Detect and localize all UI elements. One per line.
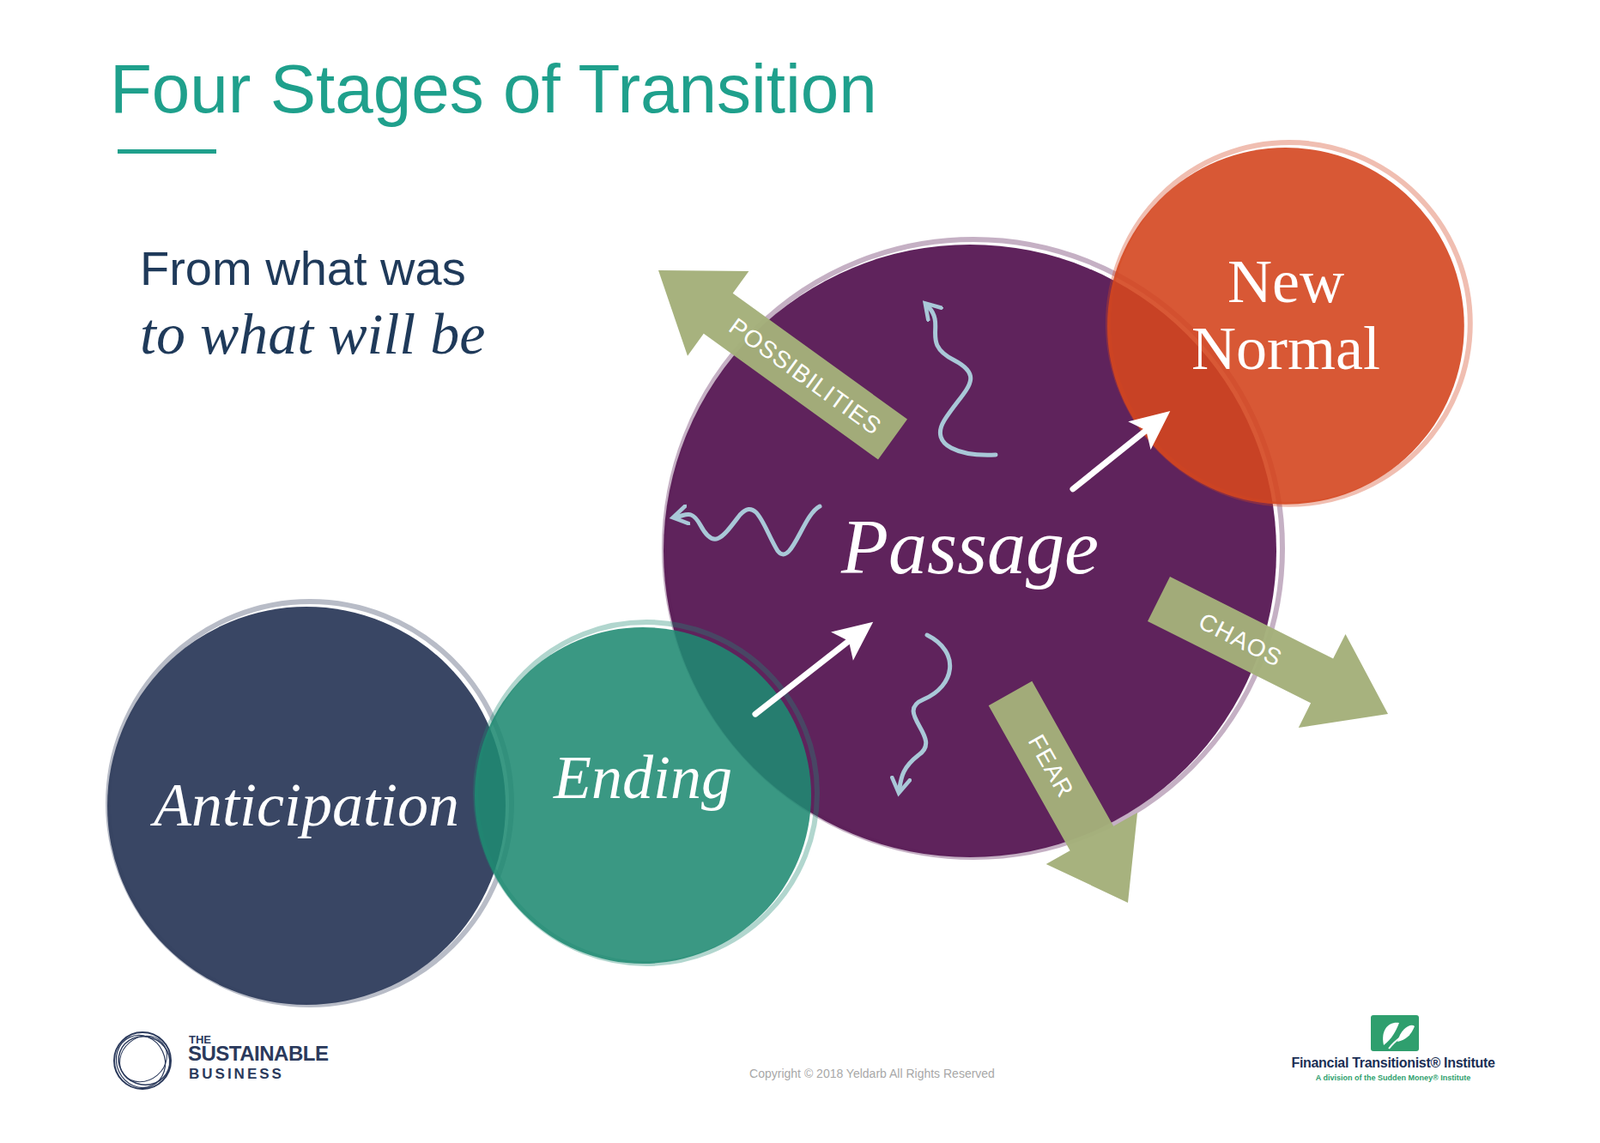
institute-logo-icon	[1370, 1015, 1419, 1052]
brush-ring	[1108, 142, 1471, 505]
stage-name: New Normal	[1148, 248, 1424, 383]
node-text-group: Anticipation	[153, 772, 460, 840]
stage-name: Anticipation	[153, 772, 460, 840]
stage-circle: Ending	[474, 627, 812, 964]
logo-text: A division of the Sudden Money® Institut…	[1255, 1073, 1531, 1083]
subtitle: From what was	[139, 240, 467, 297]
circle-fill	[107, 606, 506, 1006]
logo-text: SUSTAINABLE	[187, 1042, 328, 1067]
circle-fill	[1107, 147, 1465, 505]
subtitle: to what will be	[139, 300, 485, 369]
copyright-note: Copyright © 2018 Yeldarb All Rights Rese…	[700, 1066, 1044, 1081]
sustainable-logo-icon	[108, 1026, 177, 1097]
arrow-label: POSSIBILITIES	[725, 314, 886, 440]
node-text-group: Ending	[553, 745, 733, 813]
logo-text: BUSINESS	[188, 1066, 285, 1084]
brush-ring	[108, 601, 512, 1006]
stage-circle: Anticipation	[107, 606, 506, 1006]
title-underline	[117, 149, 217, 154]
stage-name: Ending	[553, 745, 733, 813]
brush-ring	[475, 622, 818, 964]
node-text-group: New Normal	[1148, 248, 1424, 383]
stage-circle: New Normal	[1107, 147, 1465, 505]
diagram-title: Four Stages of Transition	[109, 49, 878, 129]
node-text-group: Passage	[841, 505, 1099, 589]
logo-text: Financial Transitionist® Institute	[1255, 1055, 1531, 1072]
stage-name: Passage	[841, 505, 1099, 589]
circle-fill	[474, 627, 812, 964]
